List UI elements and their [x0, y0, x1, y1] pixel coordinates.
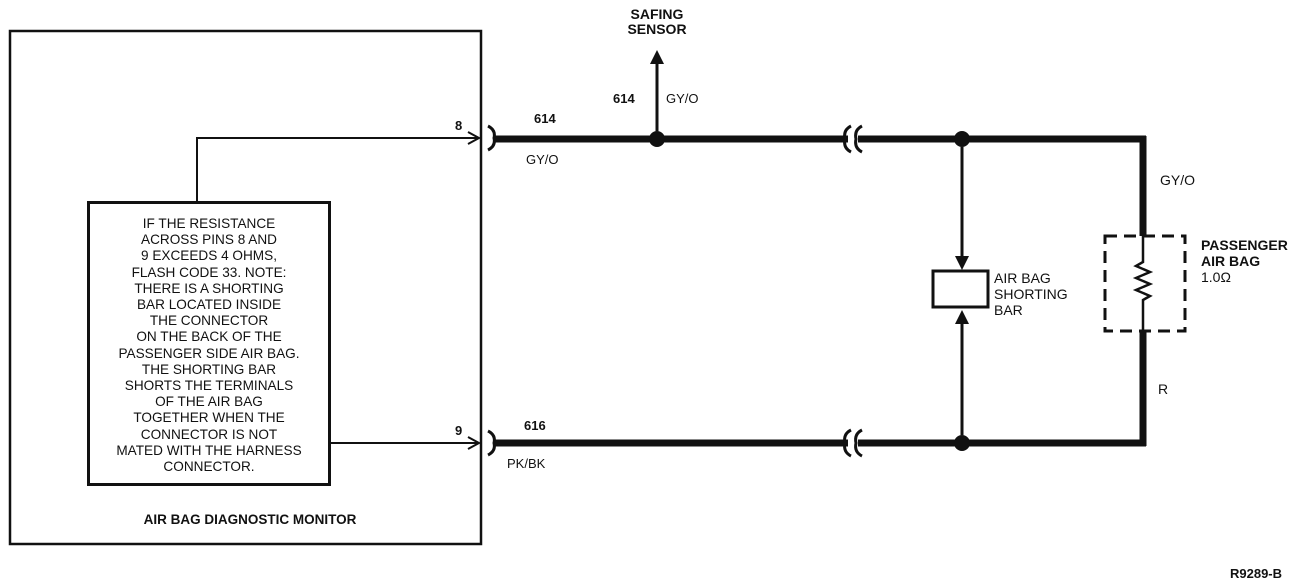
bottom-circuit-color: PK/BK	[507, 456, 546, 471]
note-line: ACROSS PINS 8 AND	[141, 232, 277, 248]
note-line: THE SHORTING BAR	[141, 361, 277, 377]
module-connector-top	[487, 124, 496, 152]
shorting-bar-splice-top	[954, 131, 970, 147]
note-line: PASSENGER SIDE AIR BAG.	[118, 345, 300, 361]
inline-connector-bottom-right	[854, 428, 863, 458]
note-line: BAR LOCATED INSIDE	[136, 297, 282, 313]
shorting-bar-upper-arrowhead	[955, 256, 969, 270]
safing-sensor-label-line2: SENSOR	[627, 21, 686, 37]
note-line: 9 EXCEEDS 4 OHMS,	[141, 248, 277, 264]
note-line: CONNECTOR IS NOT	[140, 426, 278, 442]
safing-sensor-label-line1: SAFING	[631, 6, 684, 22]
pin-9-arrowhead	[467, 436, 482, 450]
note-line: THERE IS A SHORTING	[134, 280, 284, 296]
branch-circuit-color: GY/O	[666, 91, 699, 106]
right-lower-wire-color: R	[1158, 381, 1168, 397]
figure-id: R9289-B	[1230, 566, 1282, 581]
passenger-airbag-dashed-box	[1103, 234, 1187, 333]
bottom-circuit-number: 616	[524, 418, 546, 433]
inline-connector-bottom-left	[843, 428, 852, 458]
passenger-airbag-label-line2: AIR BAG	[1201, 253, 1260, 269]
airbag-resistor-icon	[1132, 236, 1154, 330]
safing-splice-dot	[649, 131, 665, 147]
shorting-bar-label-line3: BAR	[994, 302, 1023, 318]
diagnostic-monitor-box	[8, 29, 483, 546]
pin-8-internal-lead	[196, 137, 478, 201]
shorting-bar-lower-arrowhead	[955, 310, 969, 324]
module-connector-bottom	[487, 429, 496, 457]
note-line: FLASH CODE 33. NOTE:	[131, 264, 287, 280]
note-line: THE CONNECTOR	[149, 313, 269, 329]
module-name-label: AIR BAG DIAGNOSTIC MONITOR	[144, 512, 357, 527]
note-line: MATED WITH THE HARNESS	[116, 442, 302, 458]
pin-8-label: 8	[455, 118, 462, 133]
note-line: ON THE BACK OF THE	[136, 329, 282, 345]
inline-connector-top-right	[854, 124, 863, 154]
right-upper-wire-color: GY/O	[1160, 172, 1195, 188]
safing-sensor-arrowhead	[650, 50, 664, 64]
passenger-airbag-resistance: 1.0Ω	[1201, 269, 1231, 285]
note-line: SHORTS THE TERMINALS	[124, 378, 294, 394]
branch-circuit-number: 614	[613, 91, 635, 106]
note-line: OF THE AIR BAG	[155, 394, 263, 410]
shorting-bar-splice-bottom	[954, 435, 970, 451]
shorting-bar-label-line1: AIR BAG	[994, 270, 1051, 286]
shorting-bar-label-line2: SHORTING	[994, 286, 1068, 302]
inline-connector-top-left	[843, 124, 852, 154]
passenger-airbag-label-line1: PASSENGER	[1201, 237, 1288, 253]
pin-8-arrowhead	[467, 131, 482, 145]
note-line: IF THE RESISTANCE	[142, 216, 276, 231]
shorting-bar-symbol	[931, 269, 990, 309]
top-circuit-color: GY/O	[526, 152, 559, 167]
top-circuit-number: 614	[534, 111, 556, 126]
note-line: TOGETHER WHEN THE	[133, 410, 285, 426]
pin-9-label: 9	[455, 423, 462, 438]
note-line: CONNECTOR.	[163, 459, 255, 475]
